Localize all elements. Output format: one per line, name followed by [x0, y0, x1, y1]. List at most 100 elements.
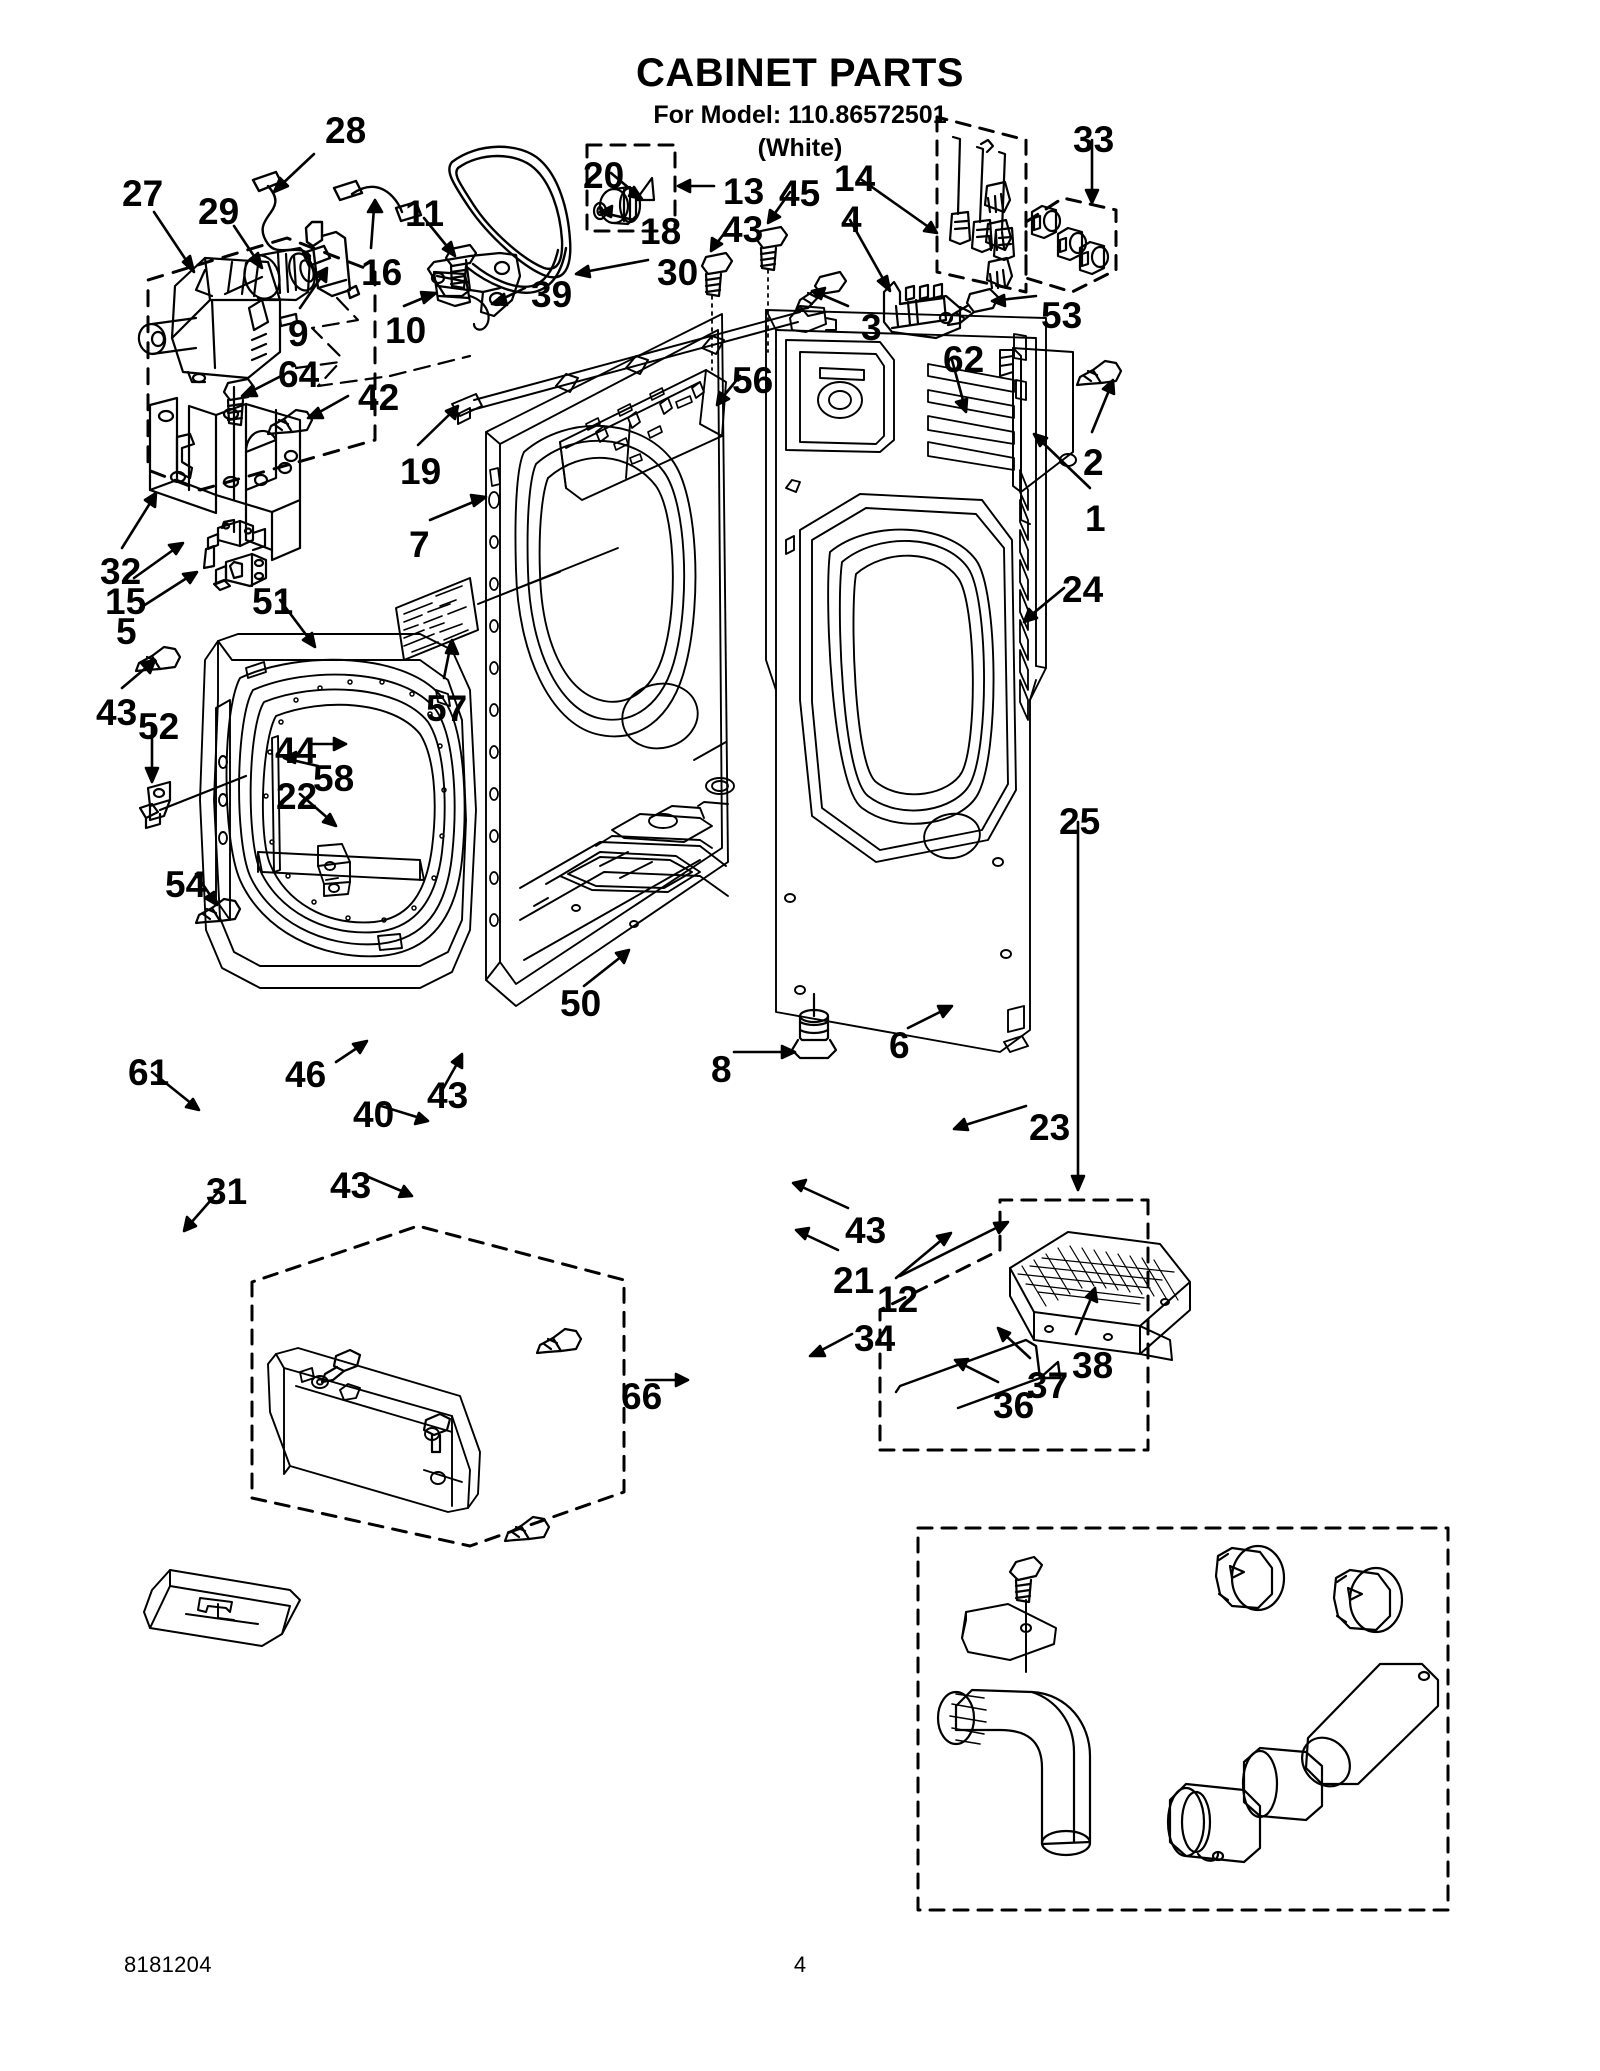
screw-2 [1075, 359, 1123, 387]
callout-37[interactable]: 37 [1027, 1365, 1069, 1406]
door-catch-52 [138, 774, 248, 830]
callout-5[interactable]: 5 [116, 611, 137, 652]
hole-plug-12a [1214, 1544, 1286, 1612]
callout-9[interactable]: 9 [288, 313, 309, 354]
page-header: CABINET PARTS For Model: 110.86572501 (W… [0, 52, 1600, 162]
screw-43-door [134, 645, 182, 673]
callout-43-toe-upper[interactable]: 43 [427, 1075, 469, 1116]
callout-16[interactable]: 16 [361, 252, 403, 293]
group-box-66 [916, 1526, 1450, 1912]
terminal-block-4 [882, 280, 962, 340]
screw-54 [194, 897, 242, 925]
duct-connector-37 [1241, 1746, 1324, 1822]
callout-24[interactable]: 24 [1062, 569, 1104, 610]
callout-54[interactable]: 54 [165, 864, 207, 905]
callout-34[interactable]: 34 [854, 1318, 896, 1359]
group-box-61 [250, 1224, 626, 1548]
callout-33[interactable]: 33 [1073, 119, 1115, 160]
callout-56[interactable]: 56 [732, 360, 774, 401]
callout-36[interactable]: 36 [993, 1385, 1035, 1426]
callout-8[interactable]: 8 [711, 1049, 732, 1090]
screw-45 [755, 225, 789, 272]
drive-belt-30 [448, 145, 572, 294]
callout-61[interactable]: 61 [128, 1052, 170, 1093]
callout-7[interactable]: 7 [409, 524, 430, 565]
callout-57[interactable]: 57 [426, 688, 468, 729]
callout-22[interactable]: 22 [276, 776, 318, 817]
callout-40[interactable]: 40 [353, 1094, 395, 1135]
callout-58[interactable]: 58 [313, 758, 355, 799]
screw-40 [422, 1412, 452, 1454]
callout-15[interactable]: 15 [105, 581, 147, 622]
callout-13[interactable]: 13 [723, 171, 765, 212]
callout-64[interactable]: 64 [278, 354, 320, 395]
exhaust-duct-38 [1301, 1662, 1440, 1788]
group-box-33 [1024, 196, 1118, 294]
callout-43-door[interactable]: 43 [96, 692, 138, 733]
nameplate-label-57 [395, 571, 561, 661]
callout-44[interactable]: 44 [275, 730, 317, 771]
callout-18[interactable]: 18 [640, 211, 682, 252]
push-pin-46 [320, 1348, 362, 1384]
footer-page-number: 4 [793, 1952, 807, 1977]
motor-clamp-9 [304, 220, 361, 300]
callout-66[interactable]: 66 [621, 1376, 663, 1417]
callout-38[interactable]: 38 [1072, 1345, 1114, 1386]
callout-32[interactable]: 32 [100, 551, 142, 592]
wire-nuts-14 [983, 180, 1014, 290]
footer-document-code: 8181204 [124, 1952, 212, 1977]
callout-39[interactable]: 39 [531, 274, 573, 315]
callout-42[interactable]: 42 [358, 377, 400, 418]
callout-45[interactable]: 45 [779, 173, 821, 214]
callout-29[interactable]: 29 [198, 191, 240, 232]
callout-28[interactable]: 28 [325, 110, 367, 151]
callout-12[interactable]: 12 [877, 1279, 919, 1320]
callout-43-vent[interactable]: 43 [845, 1210, 887, 1251]
callout-52[interactable]: 52 [138, 706, 180, 747]
callout-21[interactable]: 21 [833, 1260, 875, 1301]
callout-3[interactable]: 3 [861, 307, 882, 348]
callout-30[interactable]: 30 [657, 252, 699, 293]
callout-11[interactable]: 11 [405, 193, 445, 234]
callout-27[interactable]: 27 [122, 173, 164, 214]
wire-harness-28 [251, 170, 332, 268]
callout-25[interactable]: 25 [1059, 801, 1101, 842]
screw-43-toe-lower [503, 1515, 551, 1543]
callout-53[interactable]: 53 [1041, 295, 1083, 336]
lint-screen-6 [1009, 1231, 1191, 1361]
callout-31[interactable]: 31 [206, 1171, 248, 1212]
cover-plate-21 [961, 1599, 1057, 1673]
drip-tray-31 [143, 1569, 301, 1647]
callout-19[interactable]: 19 [400, 451, 442, 492]
callout-1[interactable]: 1 [1085, 498, 1106, 539]
page-title: CABINET PARTS [636, 51, 964, 95]
callout-62[interactable]: 62 [943, 339, 985, 380]
wire-harness-16 [332, 179, 423, 223]
motor-mount-bracket-32 [148, 385, 302, 562]
duct-clamp-36 [1166, 1782, 1262, 1864]
callout-46[interactable]: 46 [285, 1054, 327, 1095]
terminal-wires-14 [948, 135, 1016, 262]
terminal-15 [202, 518, 267, 570]
callout-10[interactable]: 10 [385, 310, 427, 351]
callout-2[interactable]: 2 [1083, 442, 1104, 483]
cabinet-24 [765, 309, 1047, 1053]
strain-reliefs-33 [1030, 204, 1110, 276]
hole-plug-12b [1332, 1566, 1404, 1634]
callout-4[interactable]: 4 [841, 199, 862, 240]
group-box-13 [585, 143, 677, 233]
callout-50[interactable]: 50 [560, 983, 602, 1024]
callout-20[interactable]: 20 [583, 155, 625, 196]
callout-14[interactable]: 14 [834, 158, 876, 199]
callout-43-upper[interactable]: 43 [722, 209, 764, 250]
callout-23[interactable]: 23 [1029, 1107, 1071, 1148]
switch-5 [212, 552, 268, 592]
leveling-leg-8 [790, 992, 838, 1060]
callout-43-toe-lower[interactable]: 43 [330, 1165, 372, 1206]
exhaust-elbow-34 [936, 1688, 1092, 1857]
callout-6[interactable]: 6 [889, 1025, 910, 1066]
model-subtitle: For Model: 110.86572501 [653, 101, 947, 129]
callout-51[interactable]: 51 [252, 581, 294, 622]
